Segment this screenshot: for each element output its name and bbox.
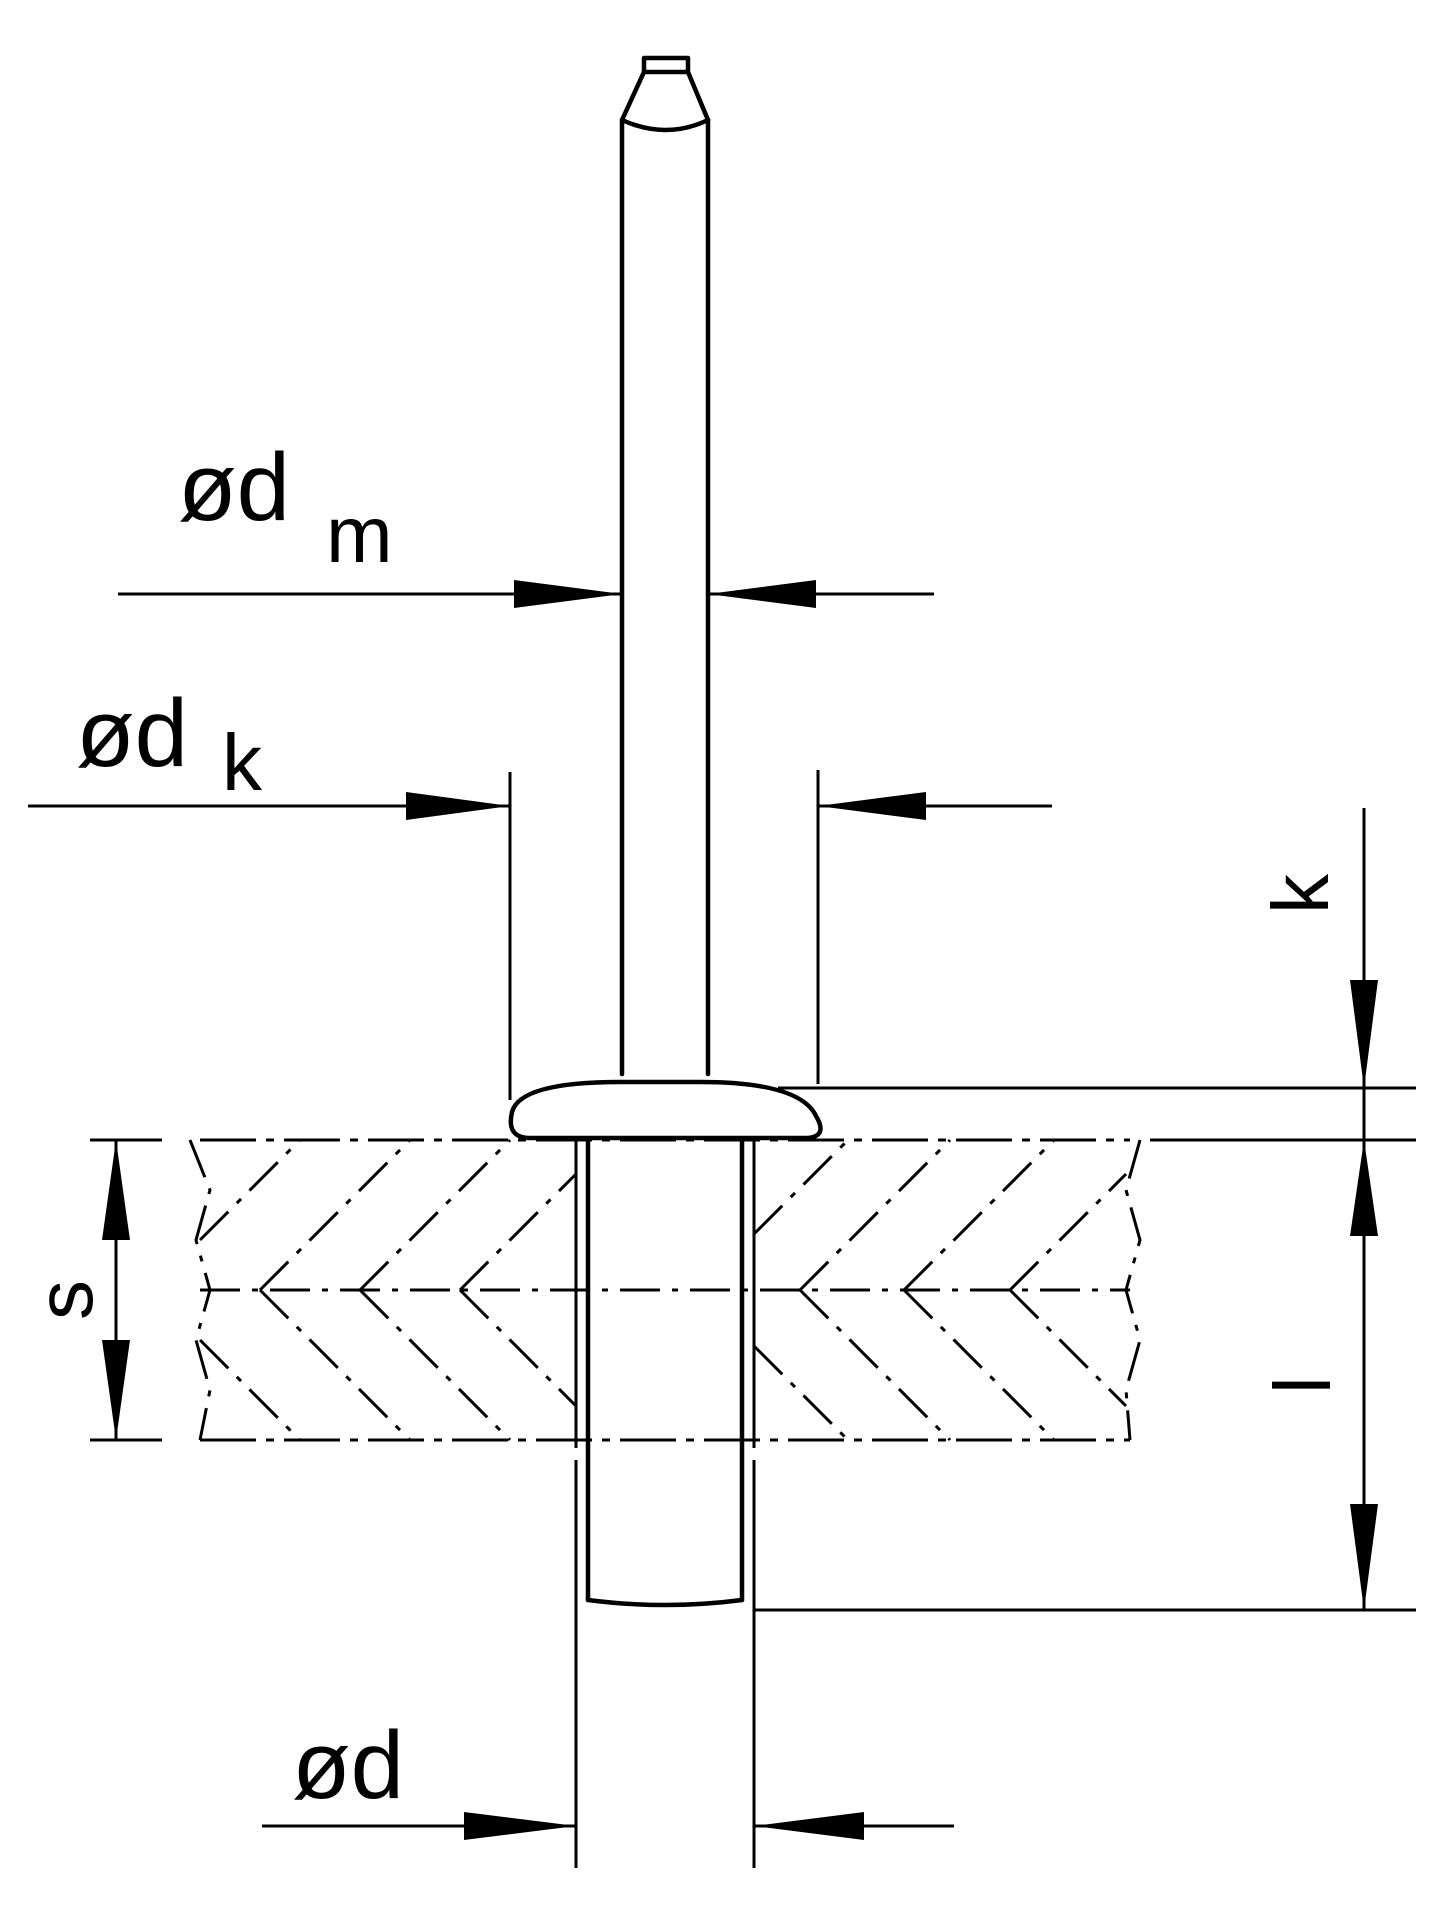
- l-arrow-top: [1350, 1140, 1378, 1236]
- hole-edges: [574, 1140, 756, 1448]
- dm-label: ød: [178, 434, 290, 541]
- s-label: s: [20, 1280, 109, 1320]
- d-label: ød: [292, 1712, 404, 1819]
- material-left-outline: [188, 1139, 212, 1441]
- dimension-l: l: [754, 1140, 1416, 1612]
- rivet-body: [585, 1137, 745, 1608]
- clamped-material: [188, 1138, 1142, 1442]
- mandrel: [619, 55, 711, 1077]
- dimension-k: k: [778, 808, 1416, 1142]
- mandrel-tip-cone: [619, 69, 711, 123]
- dimension-d: ød: [262, 1460, 954, 1868]
- hatching: [198, 1138, 1128, 1442]
- s-arrow-bottom: [102, 1340, 130, 1440]
- s-arrow-top: [102, 1140, 130, 1240]
- material-right-outline: [1124, 1139, 1142, 1441]
- rivet-head: [508, 1079, 823, 1141]
- d-arrow-left: [464, 1812, 576, 1840]
- dk-subscript: k: [222, 718, 263, 807]
- dk-label: ød: [76, 680, 188, 787]
- dimension-dm: ød m: [118, 434, 934, 608]
- k-arrow: [1350, 980, 1378, 1088]
- rivet-body-end: [585, 1597, 745, 1608]
- dm-arrow-right: [708, 580, 816, 608]
- dimension-dk: ød k: [28, 680, 1052, 1100]
- dm-arrow-left: [514, 580, 622, 608]
- dk-arrow-left: [406, 792, 510, 820]
- d-arrow-right: [754, 1812, 864, 1840]
- l-arrow-bottom: [1350, 1504, 1378, 1610]
- dm-subscript: m: [326, 490, 393, 579]
- dk-arrow-right: [818, 792, 926, 820]
- k-label: k: [1256, 873, 1345, 914]
- mandrel-tip: [641, 55, 691, 75]
- mandrel-tip-arc: [619, 117, 711, 133]
- dimension-s: s: [20, 1138, 162, 1442]
- l-label: l: [1258, 1376, 1347, 1394]
